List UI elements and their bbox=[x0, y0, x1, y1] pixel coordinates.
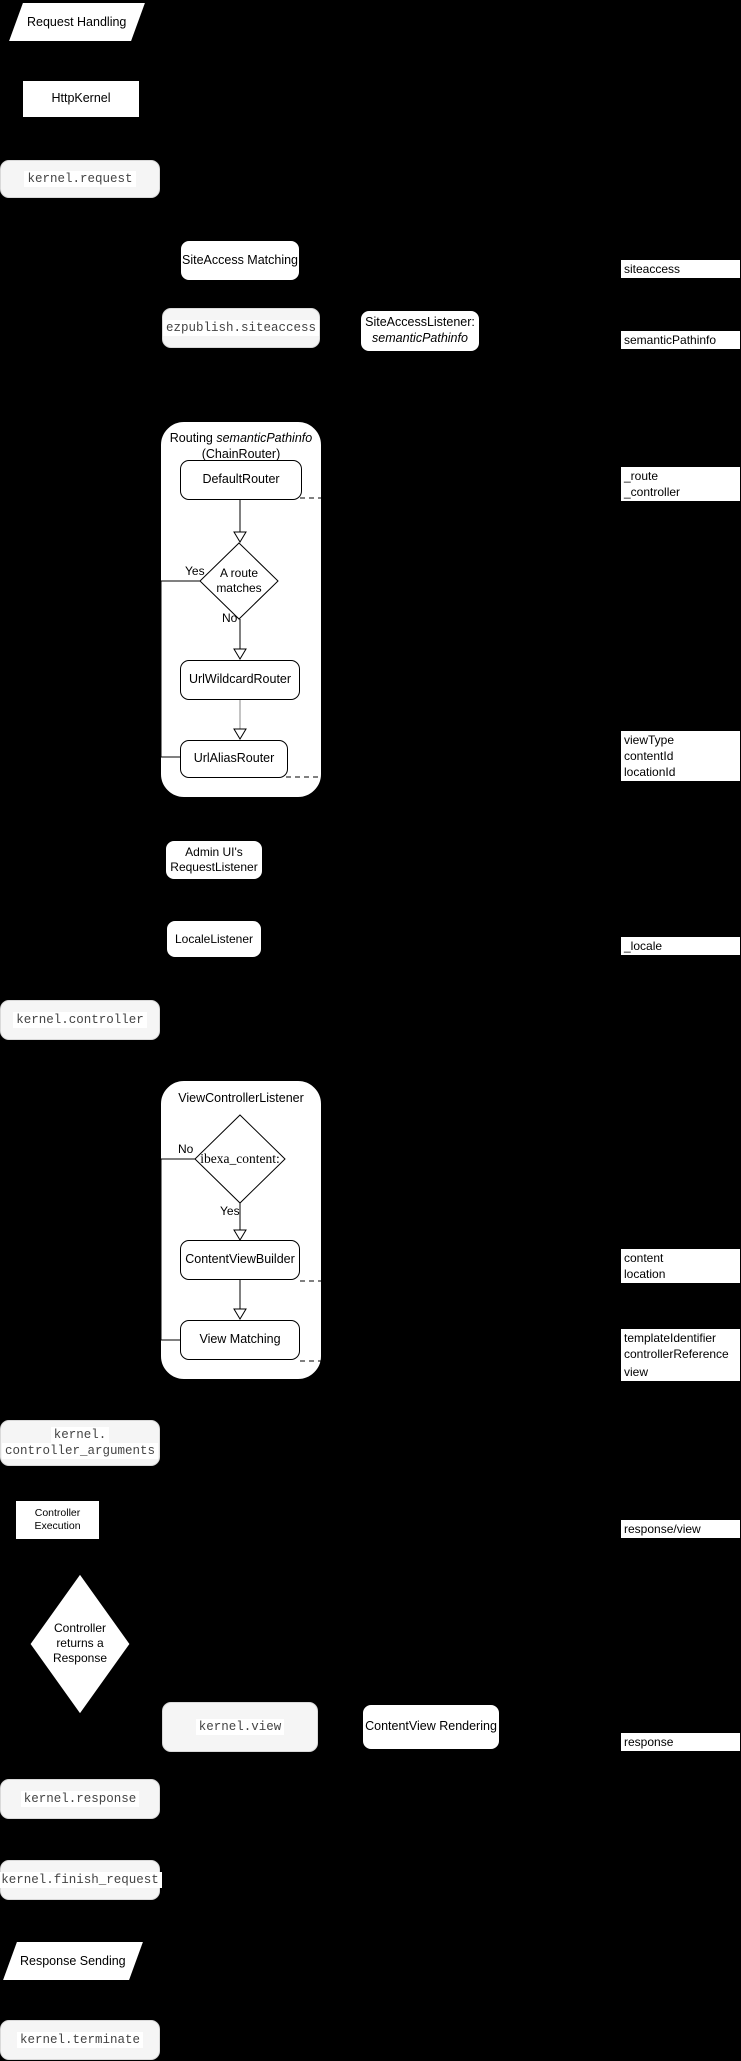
routing-container-title: Routing semanticPathinfo (ChainRouter) bbox=[161, 430, 321, 463]
label-siteaccess-text: siteaccess bbox=[624, 262, 681, 276]
label-response: response bbox=[621, 1733, 740, 1751]
controller-execution-label: Controller Execution bbox=[34, 1506, 81, 1532]
label-locationid-text: locationId bbox=[624, 765, 676, 779]
label-locale-text: _locale bbox=[624, 939, 663, 953]
kernel-finish-request-event: kernel.finish_request bbox=[0, 1860, 162, 1900]
label-response-view-text: response/view bbox=[624, 1522, 701, 1536]
label-route-controller: _route _controller bbox=[621, 467, 740, 501]
controller-returns-line3: Response bbox=[52, 1651, 108, 1665]
admin-ui-line2: RequestListener bbox=[170, 860, 258, 874]
route-matches-line1: A route bbox=[219, 566, 259, 580]
response-sending-node: Response Sending bbox=[3, 1942, 143, 1980]
label-route-text: _route bbox=[624, 469, 659, 483]
label-semantic-pathinfo: semanticPathinfo bbox=[621, 331, 740, 349]
controller-returns-line1: Controller bbox=[53, 1621, 107, 1635]
ibexa-content-text: ibexa_content: bbox=[200, 1151, 280, 1166]
routing-title-text: Routing bbox=[169, 431, 217, 445]
label-template-identifier-text: templateIdentifier bbox=[624, 1331, 717, 1345]
label-content-location: content location bbox=[621, 1249, 740, 1283]
kernel-request-label: kernel.request bbox=[24, 170, 136, 188]
contentview-rendering-node: ContentView Rendering bbox=[362, 1704, 500, 1750]
label-response-view: response/view bbox=[621, 1520, 740, 1538]
controller-returns-text: Controller returns a Response bbox=[30, 1621, 130, 1666]
label-view-text: view bbox=[624, 1365, 649, 1379]
route-matches-text: A route matches bbox=[200, 566, 278, 596]
label-siteaccess: siteaccess bbox=[621, 260, 740, 278]
kernel-controller-arguments-line1: kernel. bbox=[50, 1426, 110, 1443]
routing-title-line2: (ChainRouter) bbox=[201, 447, 281, 462]
kernel-terminate-label: kernel.terminate bbox=[16, 2031, 144, 2049]
controller-execution-node: Controller Execution bbox=[15, 1500, 100, 1540]
view-matching-node: View Matching bbox=[180, 1320, 300, 1360]
yes-label: Yes bbox=[220, 1204, 240, 1218]
siteaccess-matching-node: SiteAccess Matching bbox=[180, 240, 300, 281]
url-alias-router-label: UrlAliasRouter bbox=[193, 751, 275, 766]
httpkernel-label: HttpKernel bbox=[51, 91, 111, 106]
kernel-controller-event: kernel.controller bbox=[0, 1000, 160, 1040]
label-controller-text: _controller bbox=[624, 485, 681, 499]
kernel-response-label: kernel.response bbox=[20, 1790, 140, 1808]
url-wildcard-router-node: UrlWildcardRouter bbox=[180, 660, 300, 700]
controller-returns-line2: returns a bbox=[56, 1636, 104, 1650]
kernel-response-event: kernel.response bbox=[0, 1779, 160, 1819]
no-label: No bbox=[178, 1142, 194, 1156]
label-response-text: response bbox=[624, 1735, 674, 1749]
locale-listener-label: LocaleListener bbox=[174, 931, 254, 946]
label-contentid-text: contentId bbox=[624, 749, 674, 763]
siteaccess-listener-node: SiteAccessListener: semanticPathinfo bbox=[360, 310, 480, 352]
siteaccess-listener-line2: semanticPathinfo bbox=[372, 331, 468, 345]
admin-ui-request-listener-node: Admin UI's RequestListener bbox=[165, 840, 263, 880]
label-view: view bbox=[621, 1363, 740, 1381]
ezpublish-siteaccess-label: ezpublish.siteaccess bbox=[162, 319, 320, 337]
view-matching-label: View Matching bbox=[199, 1332, 281, 1347]
content-view-builder-label: ContentViewBuilder bbox=[185, 1252, 295, 1267]
yes-label: Yes bbox=[185, 564, 205, 578]
locale-listener-node: LocaleListener bbox=[166, 920, 262, 958]
label-viewtype-contentid-locationid: viewType contentId locationId bbox=[621, 731, 740, 781]
routing-title-italic: semanticPathinfo bbox=[216, 431, 313, 445]
kernel-view-label: kernel.view bbox=[195, 1718, 285, 1736]
label-semantic-pathinfo-text: semanticPathinfo bbox=[624, 333, 717, 347]
httpkernel-node: HttpKernel bbox=[22, 80, 140, 118]
kernel-controller-arguments-event: kernel. controller_arguments bbox=[0, 1420, 160, 1466]
url-wildcard-router-label: UrlWildcardRouter bbox=[188, 672, 292, 687]
label-content-text: content bbox=[624, 1251, 664, 1265]
kernel-controller-label: kernel.controller bbox=[13, 1011, 147, 1029]
default-router-node: DefaultRouter bbox=[180, 460, 302, 500]
kernel-finish-request-label: kernel.finish_request bbox=[0, 1871, 162, 1889]
siteaccess-matching-label: SiteAccess Matching bbox=[181, 252, 299, 267]
admin-ui-line1: Admin UI's bbox=[185, 845, 243, 859]
ezpublish-siteaccess-event: ezpublish.siteaccess bbox=[162, 308, 320, 348]
label-locale: _locale bbox=[621, 937, 740, 955]
label-location-text: location bbox=[624, 1267, 666, 1281]
siteaccess-listener-line1: SiteAccessListener: bbox=[365, 315, 475, 330]
view-controller-listener-title: ViewControllerListener bbox=[178, 1091, 304, 1105]
content-view-builder-node: ContentViewBuilder bbox=[180, 1240, 300, 1280]
label-template-controller-reference: templateIdentifier controllerReference bbox=[621, 1329, 740, 1363]
request-handling-node: Request Handling bbox=[9, 3, 145, 41]
response-sending-label: Response Sending bbox=[20, 1954, 126, 1968]
label-viewtype-text: viewType bbox=[624, 733, 675, 747]
url-alias-router-node: UrlAliasRouter bbox=[180, 740, 288, 778]
default-router-label: DefaultRouter bbox=[202, 472, 280, 487]
route-matches-line2: matches bbox=[216, 581, 262, 595]
contentview-rendering-label: ContentView Rendering bbox=[365, 1719, 497, 1734]
request-handling-label: Request Handling bbox=[27, 15, 127, 29]
kernel-view-event: kernel.view bbox=[162, 1702, 318, 1752]
kernel-controller-arguments-line2: controller_arguments bbox=[1, 1443, 159, 1460]
kernel-terminate-event: kernel.terminate bbox=[0, 2020, 160, 2060]
no-label: No bbox=[222, 611, 238, 625]
kernel-request-event: kernel.request bbox=[0, 160, 160, 198]
label-controller-reference-text: controllerReference bbox=[624, 1347, 729, 1361]
